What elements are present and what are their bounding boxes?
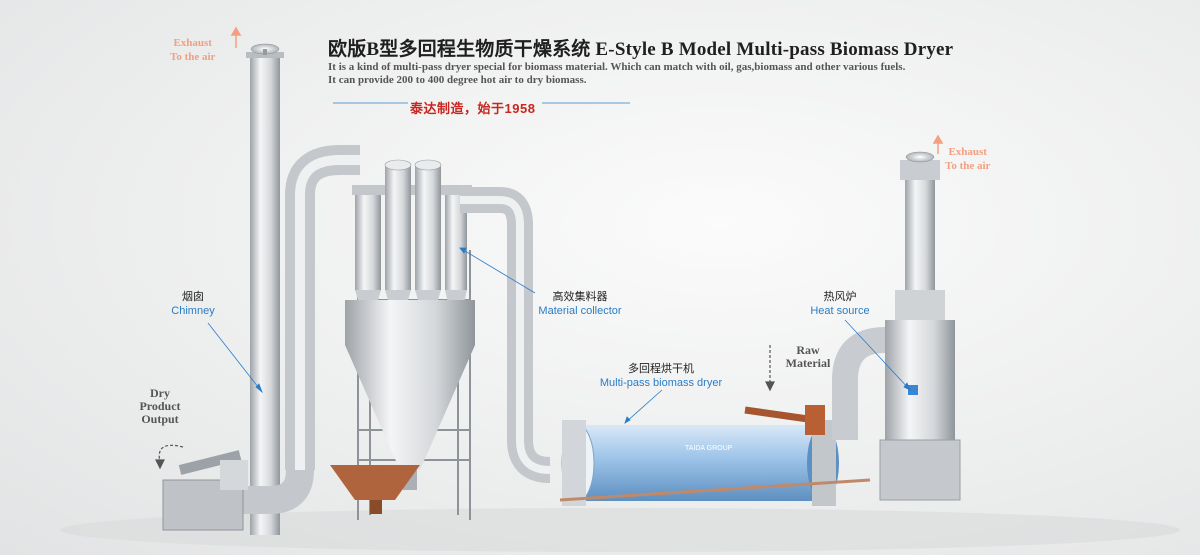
exhaust-label-right: Exhaust To the air [945,145,990,173]
dryer-label: 多回程烘干机 Multi-pass biomass dryer [596,362,726,390]
dry-line1: Dry [150,386,170,400]
chimney-label-zh: 烟囱 [182,291,204,303]
dryer-label-zh: 多回程烘干机 [628,363,694,375]
chimney-label-en: Chimney [171,305,215,317]
raw-line2: Material [785,356,831,370]
slogan: 泰达制造，始于1958 [410,101,536,116]
raw-material-label: Raw Material [778,344,838,370]
ducts [240,145,551,514]
dry-line2: Product [139,399,181,413]
exhaust-label-left: Exhaust To the air [170,36,215,64]
furnace-logo [908,385,918,395]
heat-source-furnace [832,151,961,501]
dry-line3: Output [141,412,179,426]
cyclone-group [345,159,475,490]
heat-source-label: 热风炉 Heat source [800,290,880,318]
exhaust-left-line1: Exhaust [173,37,212,49]
output-conveyor [162,450,248,531]
chimney-label: 烟囱 Chimney [165,290,221,318]
collector-label: 高效集料器 Material collector [525,290,635,318]
collector-label-zh: 高效集料器 [552,291,608,303]
heat-label-zh: 热风炉 [823,291,857,303]
page-title: 欧版B型多回程生物质干燥系统 E-Style B Model Multi-pas… [328,39,954,60]
drum-logo: TAIDA GROUP [685,445,733,452]
feed-conveyor [744,405,825,435]
exhaust-right-line2: To the air [945,160,991,172]
exhaust-right-line1: Exhaust [948,146,987,158]
collector-label-en: Material collector [538,305,622,317]
pointer-lines [207,102,911,424]
drum-dryer: TAIDA GROUP [559,420,871,506]
dryer-label-en: Multi-pass biomass dryer [599,377,723,389]
heat-label-en: Heat source [810,305,870,317]
description-line-2: It can provide 200 to 400 degree hot air… [328,74,587,86]
dry-output-label: Dry Product Output [130,387,190,426]
exhaust-arrows [230,26,944,154]
exhaust-left-line2: To the air [170,51,216,63]
discharge-hopper [330,465,420,514]
description-line-1: It is a kind of multi-pass dryer special… [328,61,906,73]
left-chimney [246,43,284,535]
raw-material-arrow [765,345,775,392]
raw-line1: Raw [796,343,820,357]
dry-output-arrow [155,444,184,470]
